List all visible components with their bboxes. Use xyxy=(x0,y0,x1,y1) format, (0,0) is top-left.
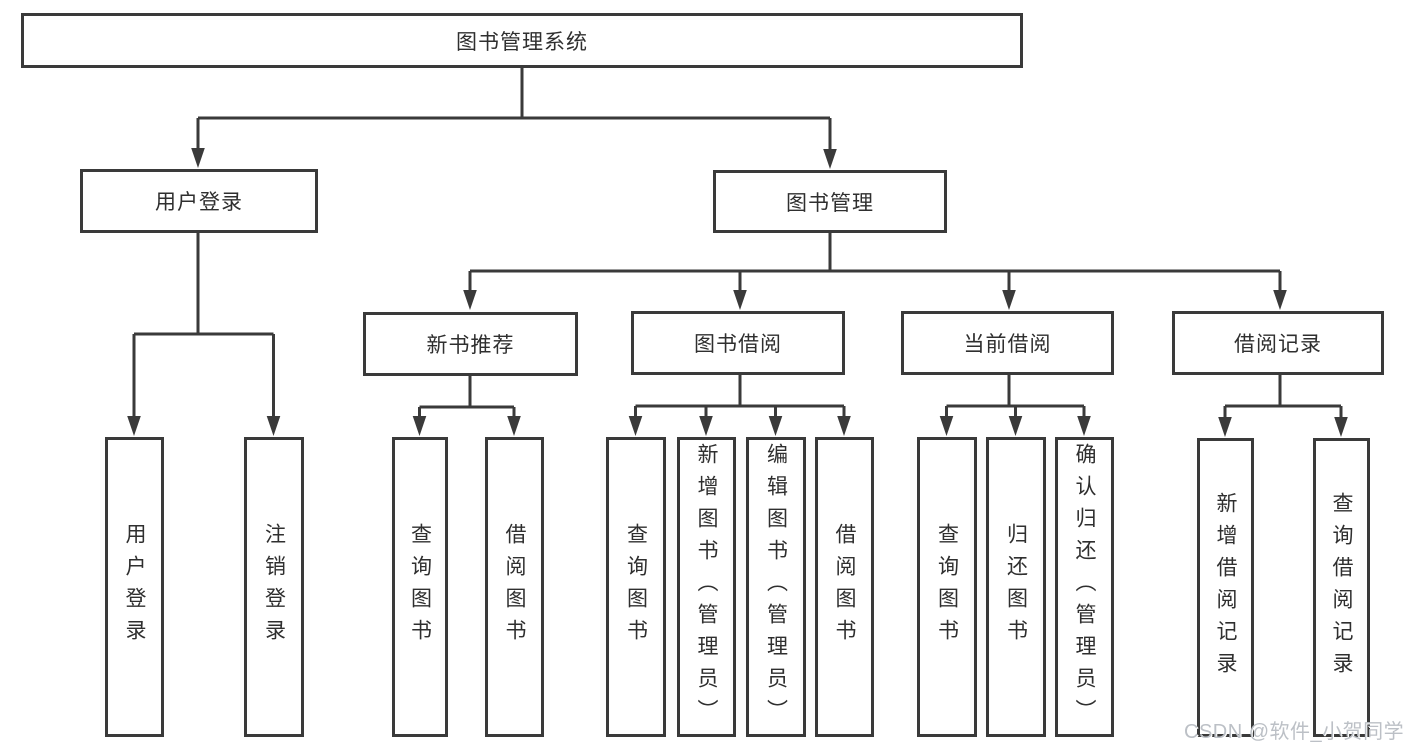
arrowhead-icon xyxy=(1008,416,1023,436)
arrowhead-icon xyxy=(463,290,477,310)
leaf-query-books-borrow: 查询图书 xyxy=(606,437,666,737)
leaf-label: 查询借阅记录 xyxy=(1330,491,1353,684)
leaf-label: 借阅图书 xyxy=(833,523,856,651)
arrowhead-icon xyxy=(837,416,851,436)
leaf-user-login: 用户登录 xyxy=(105,437,164,737)
leaf-return-book: 归还图书 xyxy=(986,437,1046,737)
node-label: 当前借阅 xyxy=(963,333,1052,356)
leaf-label: 注销登录 xyxy=(262,523,286,651)
arrowhead-icon xyxy=(127,416,141,436)
node-label: 新书推荐 xyxy=(426,334,515,357)
node-label: 用户登录 xyxy=(155,191,243,214)
leaf-label: 新增借阅记录 xyxy=(1214,491,1237,684)
leaf-label: 归还图书 xyxy=(1004,523,1028,651)
arrowhead-icon xyxy=(1002,290,1016,310)
leaf-logout: 注销登录 xyxy=(244,437,304,737)
node-label: 借阅记录 xyxy=(1234,333,1322,356)
arrowhead-icon xyxy=(628,416,643,436)
leaf-query-books-current: 查询图书 xyxy=(917,437,977,737)
arrowhead-icon xyxy=(1077,416,1091,436)
arrowhead-icon xyxy=(1334,417,1348,437)
leaf-label: 借阅图书 xyxy=(503,523,526,651)
arrowhead-icon xyxy=(823,149,837,169)
node-label: 图书管理系统 xyxy=(456,30,588,54)
leaf-label: 编辑图书（管理员） xyxy=(764,443,788,731)
arrowhead-icon xyxy=(191,148,205,168)
node-label: 图书借阅 xyxy=(694,333,782,356)
leaf-add-borrow-record: 新增借阅记录 xyxy=(1197,438,1254,737)
leaf-borrow-books-recommend: 借阅图书 xyxy=(485,437,544,737)
node-root: 图书管理系统 xyxy=(21,13,1023,68)
leaf-add-book-admin: 新增图书（管理员） xyxy=(677,437,736,737)
arrowhead-icon xyxy=(733,290,747,310)
leaf-label: 用户登录 xyxy=(123,523,146,651)
arrowhead-icon xyxy=(1273,290,1287,310)
leaf-edit-book-admin: 编辑图书（管理员） xyxy=(746,437,806,737)
node-new-book-recommend: 新书推荐 xyxy=(363,312,578,376)
leaf-label: 确认归还（管理员） xyxy=(1073,443,1096,731)
node-label: 图书管理 xyxy=(786,191,874,215)
arrowhead-icon xyxy=(768,416,783,436)
arrowhead-icon xyxy=(412,416,427,436)
leaf-label: 查询图书 xyxy=(935,523,959,651)
leaf-label: 新增图书（管理员） xyxy=(695,443,718,731)
leaf-query-books-recommend: 查询图书 xyxy=(392,437,448,737)
arrowhead-icon xyxy=(939,416,954,436)
leaf-confirm-return-admin: 确认归还（管理员） xyxy=(1055,437,1114,737)
arrowhead-icon xyxy=(507,416,521,436)
leaf-query-borrow-record: 查询借阅记录 xyxy=(1313,438,1370,737)
node-current-borrow: 当前借阅 xyxy=(901,311,1114,375)
watermark: CSDN @软件_小贺同学 xyxy=(1184,721,1405,743)
leaf-label: 查询图书 xyxy=(624,523,648,651)
leaf-label: 查询图书 xyxy=(408,523,432,651)
arrowhead-icon xyxy=(699,416,713,436)
node-book-management: 图书管理 xyxy=(713,170,947,233)
node-user-login: 用户登录 xyxy=(80,169,318,233)
arrowhead-icon xyxy=(266,416,281,436)
leaf-borrow-books: 借阅图书 xyxy=(815,437,874,737)
node-book-borrow: 图书借阅 xyxy=(631,311,845,375)
node-borrow-records: 借阅记录 xyxy=(1172,311,1384,375)
arrowhead-icon xyxy=(1218,417,1232,437)
